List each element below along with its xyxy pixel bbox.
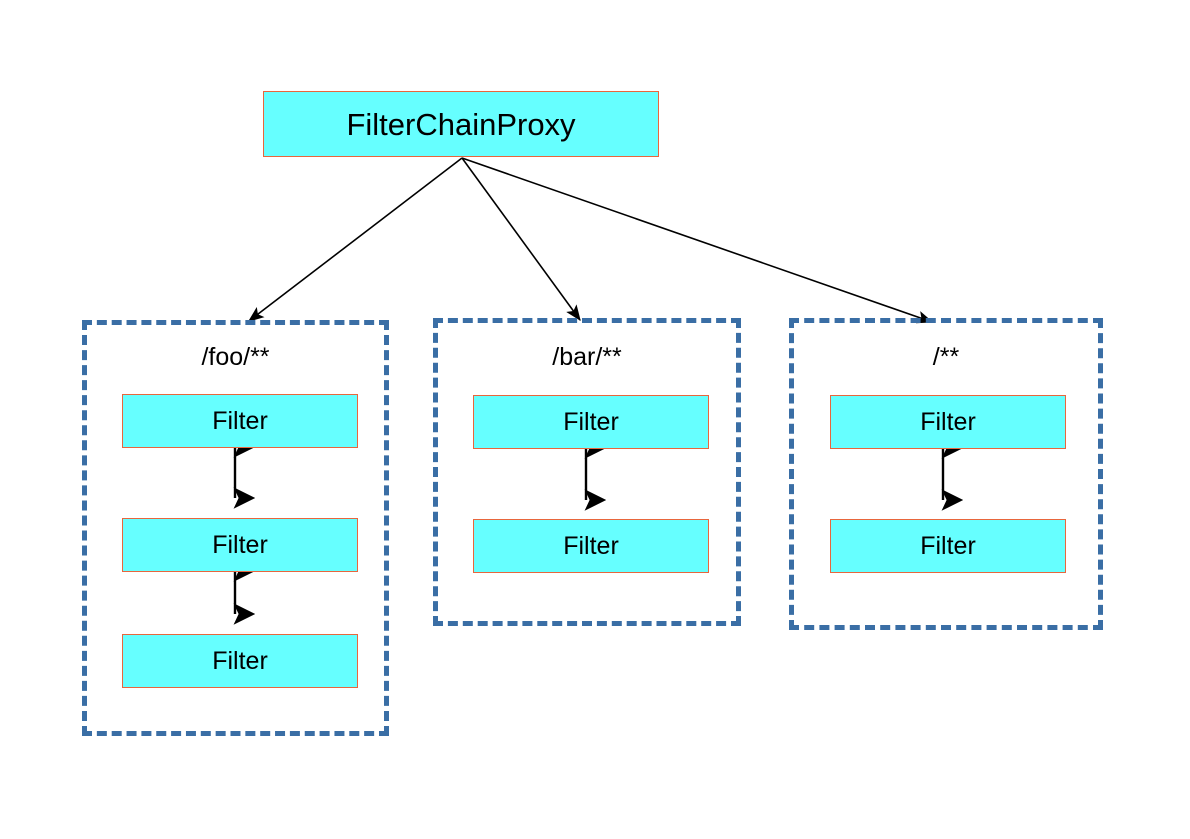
filter-node[interactable]: Filter [473, 519, 709, 573]
filter-label: Filter [920, 407, 976, 436]
branch-edge-to-bar [461, 157, 581, 322]
filter-label: Filter [212, 530, 268, 559]
filter-chain-proxy-node[interactable]: FilterChainProxy [263, 91, 659, 157]
chain-pattern-label-foo: /foo/** [201, 343, 270, 371]
filter-label: Filter [563, 531, 619, 560]
filter-chain-proxy-label: FilterChainProxy [346, 106, 576, 142]
filter-label: Filter [212, 646, 268, 675]
filter-node[interactable]: Filter [830, 395, 1066, 449]
branch-edge-to-all [461, 157, 934, 324]
filter-label: Filter [920, 531, 976, 560]
filter-label: Filter [212, 406, 268, 435]
filter-node[interactable]: Filter [473, 395, 709, 449]
branch-edge-to-foo [247, 157, 463, 322]
filter-node[interactable]: Filter [122, 394, 358, 448]
chain-pattern-label-bar: /bar/** [552, 343, 622, 371]
filter-label: Filter [563, 407, 619, 436]
security-filter-chain-bar[interactable]: /bar/** Filter Filter [433, 318, 741, 626]
security-filter-chain-all[interactable]: /** Filter Filter [789, 318, 1103, 630]
filter-node[interactable]: Filter [830, 519, 1066, 573]
filter-node[interactable]: Filter [122, 634, 358, 688]
security-filter-chain-foo[interactable]: /foo/** Filter Filter Filter [82, 320, 389, 736]
chain-pattern-label-all: /** [932, 343, 960, 371]
filter-node[interactable]: Filter [122, 518, 358, 572]
